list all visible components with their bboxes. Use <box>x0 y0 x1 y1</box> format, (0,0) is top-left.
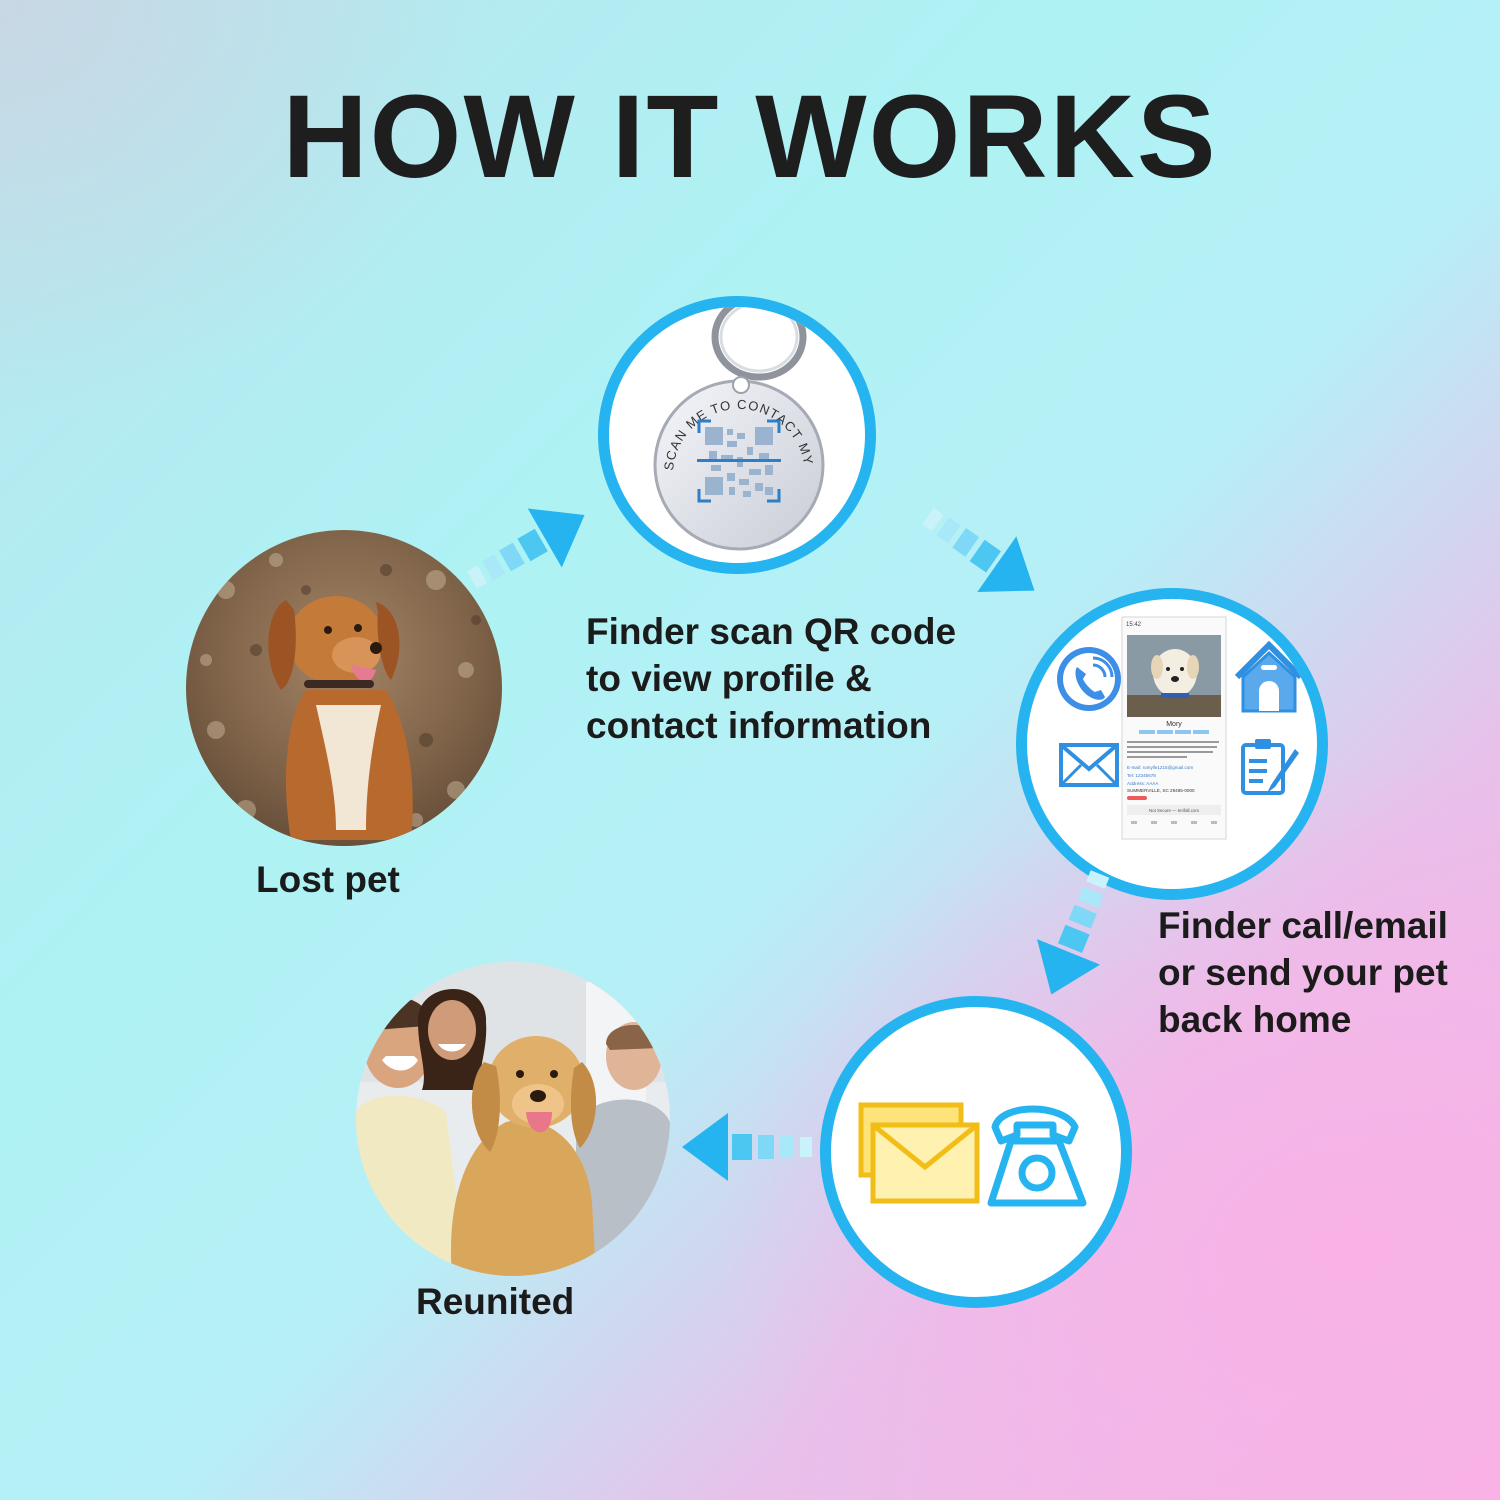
contact-circle <box>820 996 1132 1308</box>
email-line: E-mail: romylle1215@gmail.com <box>1127 765 1193 770</box>
doghouse-icon <box>1234 640 1304 713</box>
qr-tag-icon: SCAN ME TO CONTACT MY OWNER <box>609 307 825 551</box>
phone-call-icon <box>1057 647 1121 711</box>
telephone-icon <box>987 1105 1087 1207</box>
phone-time: 15:42 <box>1126 622 1142 628</box>
clipboard-icon <box>1241 739 1299 795</box>
address-line: Address: AAAA <box>1127 781 1159 786</box>
lost-pet-caption: Lost pet <box>256 859 400 900</box>
contact-caption: Finder call/email or send your pet back … <box>1158 905 1448 1040</box>
arrow-icon <box>918 500 1058 620</box>
city-line: SUMMERVILLE, SC 29485-0000 <box>1127 788 1195 793</box>
arrow-icon <box>462 470 612 590</box>
url-text: Not Secure — terifall.com <box>1149 808 1199 813</box>
reunited-caption: Reunited <box>416 1281 575 1322</box>
qr-tag-circle: SCAN ME TO CONTACT MY OWNER <box>598 296 876 574</box>
mail-stack-icon <box>858 1102 980 1204</box>
pet-name: Mory <box>1166 721 1182 728</box>
envelope-icon <box>1059 743 1119 787</box>
profile-circle: 15:42 Mory E-mail: romylle1215@gmail.com… <box>1016 588 1328 900</box>
arrow-icon <box>1010 866 1120 1016</box>
scan-caption: Finder scan QR code to view profile & co… <box>586 611 957 746</box>
lost-pet-photo <box>186 530 502 846</box>
tel-line: Tel: 12345678 <box>1127 773 1156 778</box>
arrow-icon <box>672 1102 822 1192</box>
page-title: HOW IT WORKS <box>282 71 1218 203</box>
reunited-photo <box>356 962 670 1276</box>
